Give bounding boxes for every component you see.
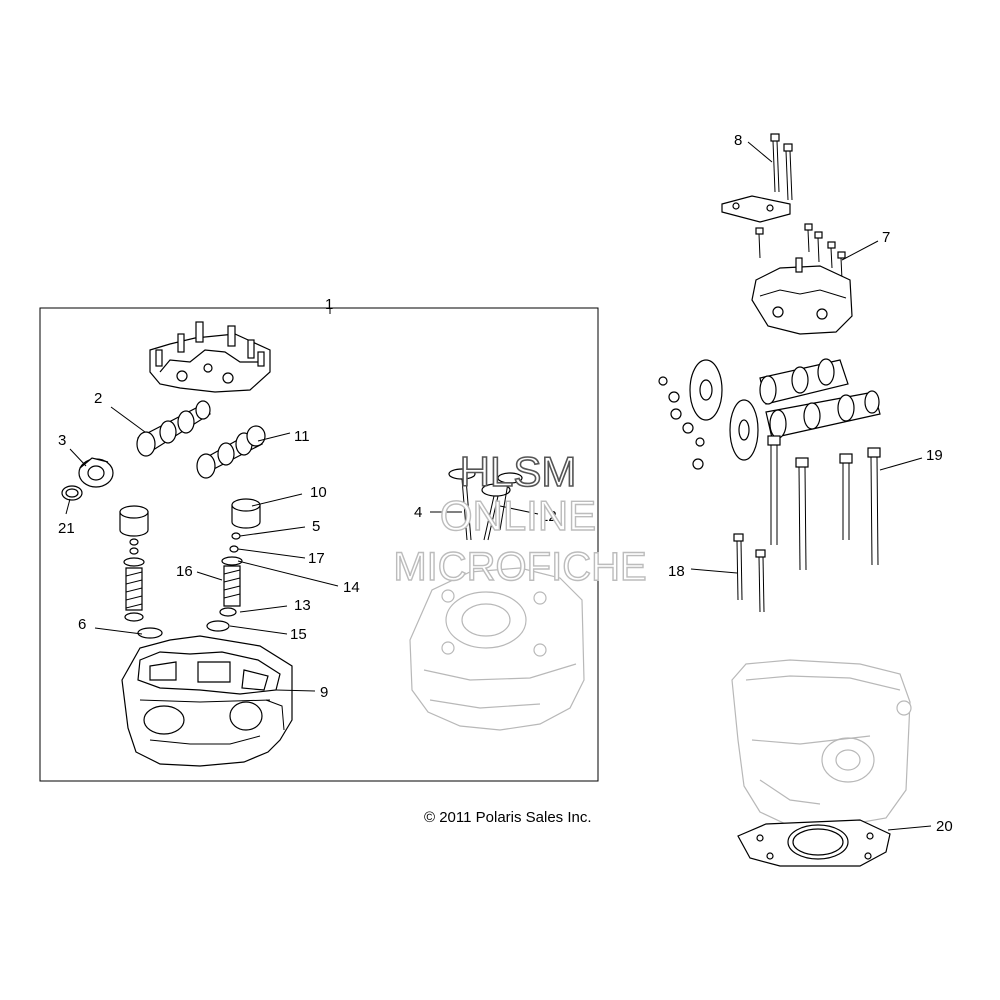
callout-10: 10	[310, 484, 327, 501]
callout-8: 8	[734, 132, 742, 149]
callout-11: 11	[294, 428, 310, 445]
snap-ring	[61, 485, 83, 501]
valve-train-left	[119, 505, 163, 639]
head-bolts-short	[733, 533, 766, 613]
callout-9: 9	[320, 684, 328, 701]
callout-21: 21	[58, 520, 75, 537]
callout-15: 15	[290, 626, 307, 643]
camshafts-sprockets-right	[689, 358, 881, 461]
callout-18: 18	[668, 563, 685, 580]
sprocket-bolts	[658, 376, 705, 470]
kit-boundary-box	[39, 307, 599, 782]
callout-14: 14	[343, 579, 360, 596]
cylinder-head	[121, 635, 293, 767]
valve-train-right	[206, 498, 261, 632]
callout-20: 20	[936, 818, 953, 835]
short-bolts	[755, 223, 846, 281]
callout-3: 3	[58, 432, 66, 449]
intake-camshaft	[136, 400, 212, 457]
exhaust-camshaft	[196, 425, 266, 479]
callout-2: 2	[94, 390, 102, 407]
valves	[448, 468, 523, 541]
callout-12: 12	[540, 508, 557, 525]
head-bolts-long	[767, 435, 881, 571]
copyright-notice: © 2011 Polaris Sales Inc.	[424, 809, 592, 826]
watermark-line-3: MICROFICHE	[393, 545, 646, 589]
bracket-plate	[721, 195, 791, 223]
callout-labels: 1 2 3 4 5 6 7 8 9 10 11 12 13 14 15 16 1…	[58, 132, 953, 835]
callout-17: 17	[308, 550, 325, 567]
long-bolts	[770, 133, 793, 201]
callout-1: 1	[325, 296, 333, 313]
camshaft-carrier-right	[751, 257, 853, 335]
watermark: HLSM ONLINE MICROFICHE	[393, 447, 648, 590]
callout-4: 4	[414, 504, 422, 521]
callout-5: 5	[312, 518, 320, 535]
watermark-line-2: ONLINE	[440, 492, 596, 539]
callout-6: 6	[78, 616, 86, 633]
callout-7: 7	[882, 229, 890, 246]
decompressor-assembly	[78, 457, 114, 488]
head-gasket	[737, 819, 891, 867]
watermark-line-1: HLSM	[460, 448, 577, 495]
ghost-cylinder-head	[409, 567, 585, 731]
callout-13: 13	[294, 597, 311, 614]
ghost-cylinder-head-right	[731, 659, 912, 827]
leader-lines	[65, 141, 932, 831]
camshaft-carrier	[149, 321, 271, 393]
callout-16: 16	[176, 563, 193, 580]
callout-19: 19	[926, 447, 943, 464]
